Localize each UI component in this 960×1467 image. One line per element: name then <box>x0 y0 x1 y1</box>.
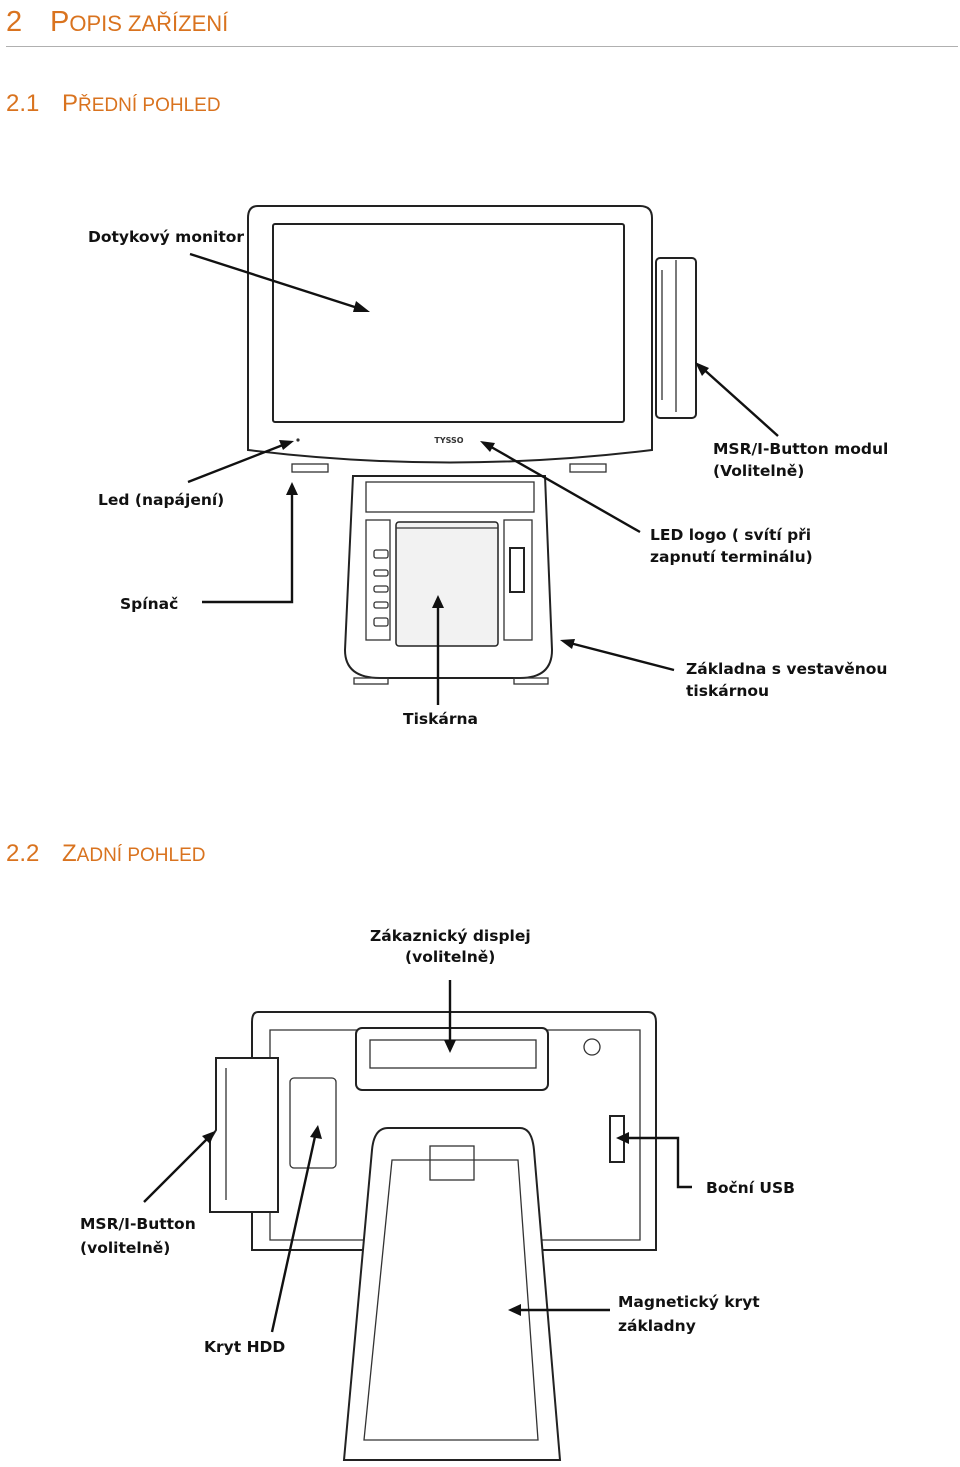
label-touch-monitor: Dotykový monitor <box>88 228 244 246</box>
printer-button-2 <box>373 569 389 577</box>
leader-led-logo <box>480 441 641 534</box>
leader-magnetic-cover <box>508 1304 610 1316</box>
device-logo: TYSSO <box>434 436 463 445</box>
label-customer-display-2: (volitelně) <box>405 948 495 966</box>
customer-display <box>355 1027 549 1091</box>
base-foot-right <box>513 677 549 685</box>
printer-button-1 <box>373 549 389 559</box>
label-printer: Tiskárna <box>403 710 478 728</box>
base-stand <box>342 1127 562 1461</box>
leader-switch <box>202 482 298 604</box>
hdd-cover <box>289 1077 337 1169</box>
base-foot-left <box>353 677 389 685</box>
subsection-title-initial: P <box>62 90 79 117</box>
label-base-2: tiskárnou <box>686 682 769 700</box>
label-switch: Spínač <box>120 595 178 613</box>
rear-knob <box>583 1038 601 1056</box>
section-title-initial: P <box>50 6 70 38</box>
section-title-rest: OPIS ZAŘÍZENÍ <box>69 11 229 36</box>
printer-button-5 <box>373 617 389 627</box>
subsection-number: 2.1 <box>6 90 40 117</box>
monitor-foot-right <box>569 463 607 473</box>
rear-view-diagram: Zákaznický displej (volitelně) Boční USB… <box>80 927 795 1461</box>
section-number: 2 <box>6 6 23 38</box>
leader-base <box>560 639 675 672</box>
printer-top <box>365 481 535 513</box>
subsection-title-rest: ŘEDNÍ POHLED <box>78 95 221 116</box>
label-led-logo-1: LED logo ( svítí při <box>650 526 811 544</box>
subsection-number: 2.2 <box>6 840 40 867</box>
cover-release-lever <box>509 547 525 593</box>
label-msr-module-1: MSR/I-Button modul <box>713 440 888 458</box>
label-customer-display-1: Zákaznický displej <box>370 927 531 945</box>
power-led <box>296 438 300 442</box>
label-msr-2: (volitelně) <box>80 1239 170 1257</box>
monitor-foot-left <box>291 463 329 473</box>
printer-side-panel-left <box>365 519 391 641</box>
leader-touch-monitor <box>189 252 370 312</box>
front-view-diagram: TYSSO Dotykový monitor MSR/I-Button modu… <box>88 205 888 728</box>
printer-button-4 <box>373 601 389 609</box>
printer-cover <box>395 521 499 647</box>
leader-led-power <box>187 440 294 484</box>
leader-side-usb <box>616 1132 692 1189</box>
printer-side-panel-right <box>503 519 533 641</box>
cable-cover <box>429 1145 475 1181</box>
label-side-usb: Boční USB <box>706 1179 795 1197</box>
leader-customer-display <box>444 980 456 1053</box>
subsection-title-initial: Z <box>62 840 77 867</box>
rear-msr-module <box>209 1057 279 1213</box>
printer-button-3 <box>373 585 389 593</box>
leader-printer <box>432 595 444 705</box>
leader-hdd-cover <box>270 1125 322 1333</box>
subsection-title-rest: ADNÍ POHLED <box>76 845 206 866</box>
label-magnetic-1: Magnetický kryt <box>618 1293 760 1311</box>
label-base-1: Základna s vestavěnou <box>686 660 887 678</box>
subsection-heading-rear: 2.2 ZADNÍ POHLED <box>6 840 205 871</box>
label-led-logo-2: zapnutí terminálu) <box>650 548 813 566</box>
leader-msr <box>143 1131 215 1203</box>
label-magnetic-2: základny <box>618 1317 696 1335</box>
monitor-screen <box>272 223 625 423</box>
magnetic-cover <box>363 1159 539 1441</box>
label-msr-module-2: (Volitelně) <box>713 462 804 480</box>
label-hdd-cover: Kryt HDD <box>204 1338 285 1356</box>
label-led-power: Led (napájení) <box>98 491 224 509</box>
label-msr-1: MSR/I-Button <box>80 1215 196 1233</box>
subsection-heading-front: 2.1 PŘEDNÍ POHLED <box>6 90 221 121</box>
leader-msr-module <box>695 362 779 437</box>
